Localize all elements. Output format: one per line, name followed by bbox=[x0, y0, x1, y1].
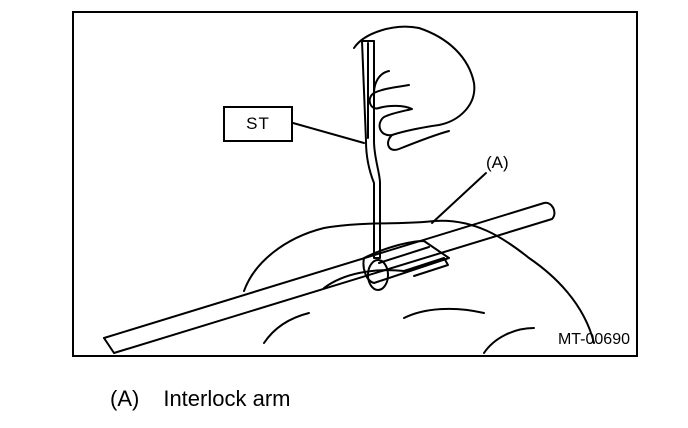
legend: (A) Interlock arm bbox=[110, 386, 290, 412]
legend-text: Interlock arm bbox=[163, 386, 291, 411]
callout-a-label: (A) bbox=[486, 153, 509, 172]
hand-outline bbox=[243, 219, 595, 344]
st-tool bbox=[361, 40, 381, 259]
interlock-arm bbox=[362, 240, 450, 284]
collar-ring bbox=[367, 259, 389, 291]
a-leader-line bbox=[431, 172, 487, 224]
st-leader-line bbox=[292, 122, 365, 144]
figure-frame: ST (A) MT-00690 bbox=[72, 11, 638, 357]
illustration bbox=[103, 25, 595, 354]
legend-marker: (A) bbox=[110, 386, 140, 411]
upper-hand bbox=[353, 25, 476, 137]
callout-st-label: ST bbox=[223, 106, 293, 142]
figure-code: MT-00690 bbox=[557, 331, 630, 348]
shift-rod bbox=[103, 201, 556, 354]
